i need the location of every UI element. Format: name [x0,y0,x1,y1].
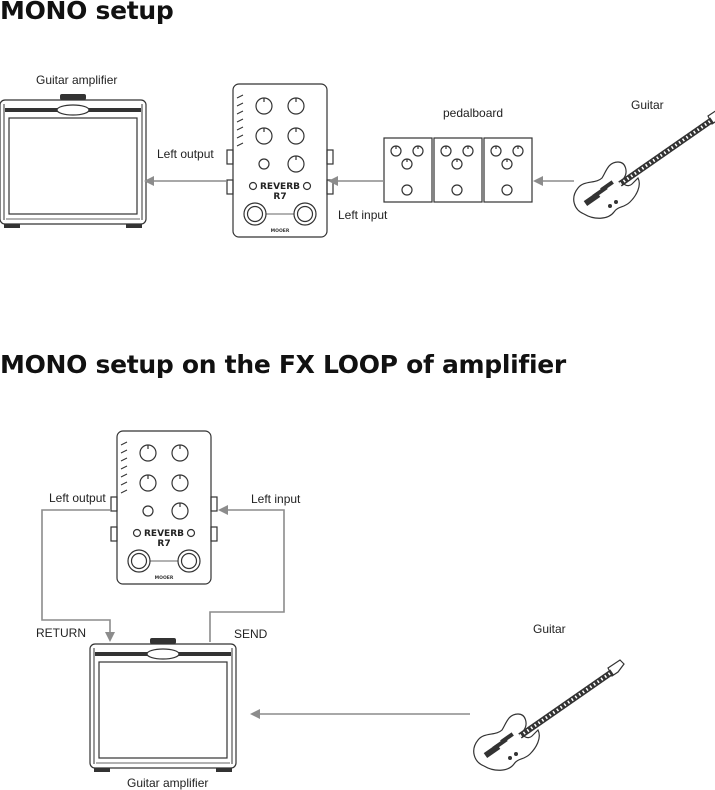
section2-title: MONO setup on the FX LOOP of amplifier [0,350,566,379]
pedal-name-2: REVERB [144,529,184,539]
label-guitar-2: Guitar [533,622,566,636]
label-left-input-2: Left input [251,492,301,506]
pedal-brand-1: MOOER [271,228,290,234]
pedal-model-2: R7 [157,539,170,549]
label-pedalboard: pedalboard [443,106,504,120]
label-send: SEND [234,627,268,641]
label-left-output-2: Left output [49,491,106,505]
label-guitar-amplifier-2: Guitar amplifier [127,776,209,790]
guitar-amplifier-1 [0,93,147,229]
cable-left-output-return [41,509,115,642]
reverb-pedal-1: REVERB R7 MOOER [226,83,334,238]
cable-send-left-input [209,505,285,642]
guitar-amplifier-2 [89,637,237,773]
label-guitar-amplifier-1: Guitar amplifier [36,73,118,87]
pedalboard-1 [383,137,533,203]
pedal-name-1: REVERB [260,182,300,192]
pedal-model-1: R7 [273,192,286,202]
label-return: RETURN [36,626,86,640]
reverb-pedal-2: REVERB R7 MOOER [110,430,218,585]
label-left-input-1: Left input [338,208,388,222]
pedal-brand-2: MOOER [155,575,174,581]
label-left-output-1: Left output [157,147,214,161]
guitar-1 [574,108,715,218]
label-guitar-1: Guitar [631,98,664,112]
section1-title: MONO setup [0,0,174,25]
guitar-2 [474,660,624,770]
